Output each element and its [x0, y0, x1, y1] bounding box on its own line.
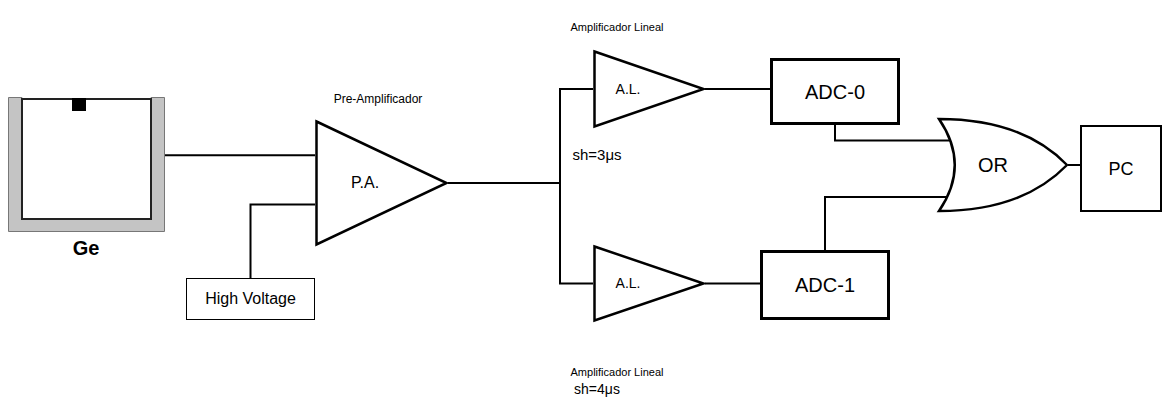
cryostat-wall [9, 98, 165, 232]
or-gate-shape [939, 119, 1067, 211]
shaping-time: sh=3μs [572, 146, 621, 163]
triangle-shape [317, 122, 447, 245]
amplifier-triangle-outline [593, 245, 705, 322]
signal-wire [705, 88, 770, 90]
component-abbrev: P.A. [351, 174, 379, 192]
shaping-time: sh=4μs [574, 381, 620, 397]
power-supply-box: High Voltage [186, 278, 315, 320]
signal-wire [448, 183, 593, 284]
preamplifier-triangle: Pre-AmplificadorP.A. [315, 120, 448, 246]
amplifier-triangle: Amplificador LinealA.L. [593, 50, 705, 128]
computer-box: PC [1080, 125, 1162, 212]
germanium-detector: Ge [8, 97, 165, 232]
signal-wire [448, 89, 593, 183]
signal-wire [165, 154, 315, 156]
adc-box: ADC-0 [770, 58, 900, 125]
germanium-detector-outline [8, 97, 165, 232]
box-label: PC [1108, 158, 1133, 179]
amplifier-triangle: Amplificador LinealA.L. [593, 245, 705, 322]
signal-wire [835, 125, 950, 141]
amplifier-triangle-outline [593, 50, 705, 128]
detector-crystal [22, 99, 151, 219]
signal-wire [825, 197, 947, 250]
triangle-shape [595, 52, 704, 127]
or-gate: OR [938, 118, 1068, 212]
box-label: ADC-1 [795, 274, 855, 297]
preamplifier-triangle-outline [315, 120, 448, 246]
component-title: Amplificador Lineal [571, 21, 664, 34]
adc-box: ADC-1 [760, 250, 890, 320]
signal-wire [705, 283, 760, 285]
box-label: ADC-0 [805, 80, 865, 103]
component-abbrev: A.L. [616, 275, 641, 291]
component-title: Amplificador Lineal [571, 366, 664, 379]
box-label: High Voltage [205, 290, 296, 308]
component-abbrev: A.L. [616, 81, 641, 97]
component-title: Pre-Amplificador [334, 93, 423, 107]
signal-wire [251, 204, 316, 278]
triangle-shape [595, 247, 704, 321]
gate-label: OR [978, 154, 1008, 177]
detector-label: Ge [73, 237, 100, 260]
signal-wire [1068, 164, 1080, 166]
contact-block [72, 98, 86, 111]
